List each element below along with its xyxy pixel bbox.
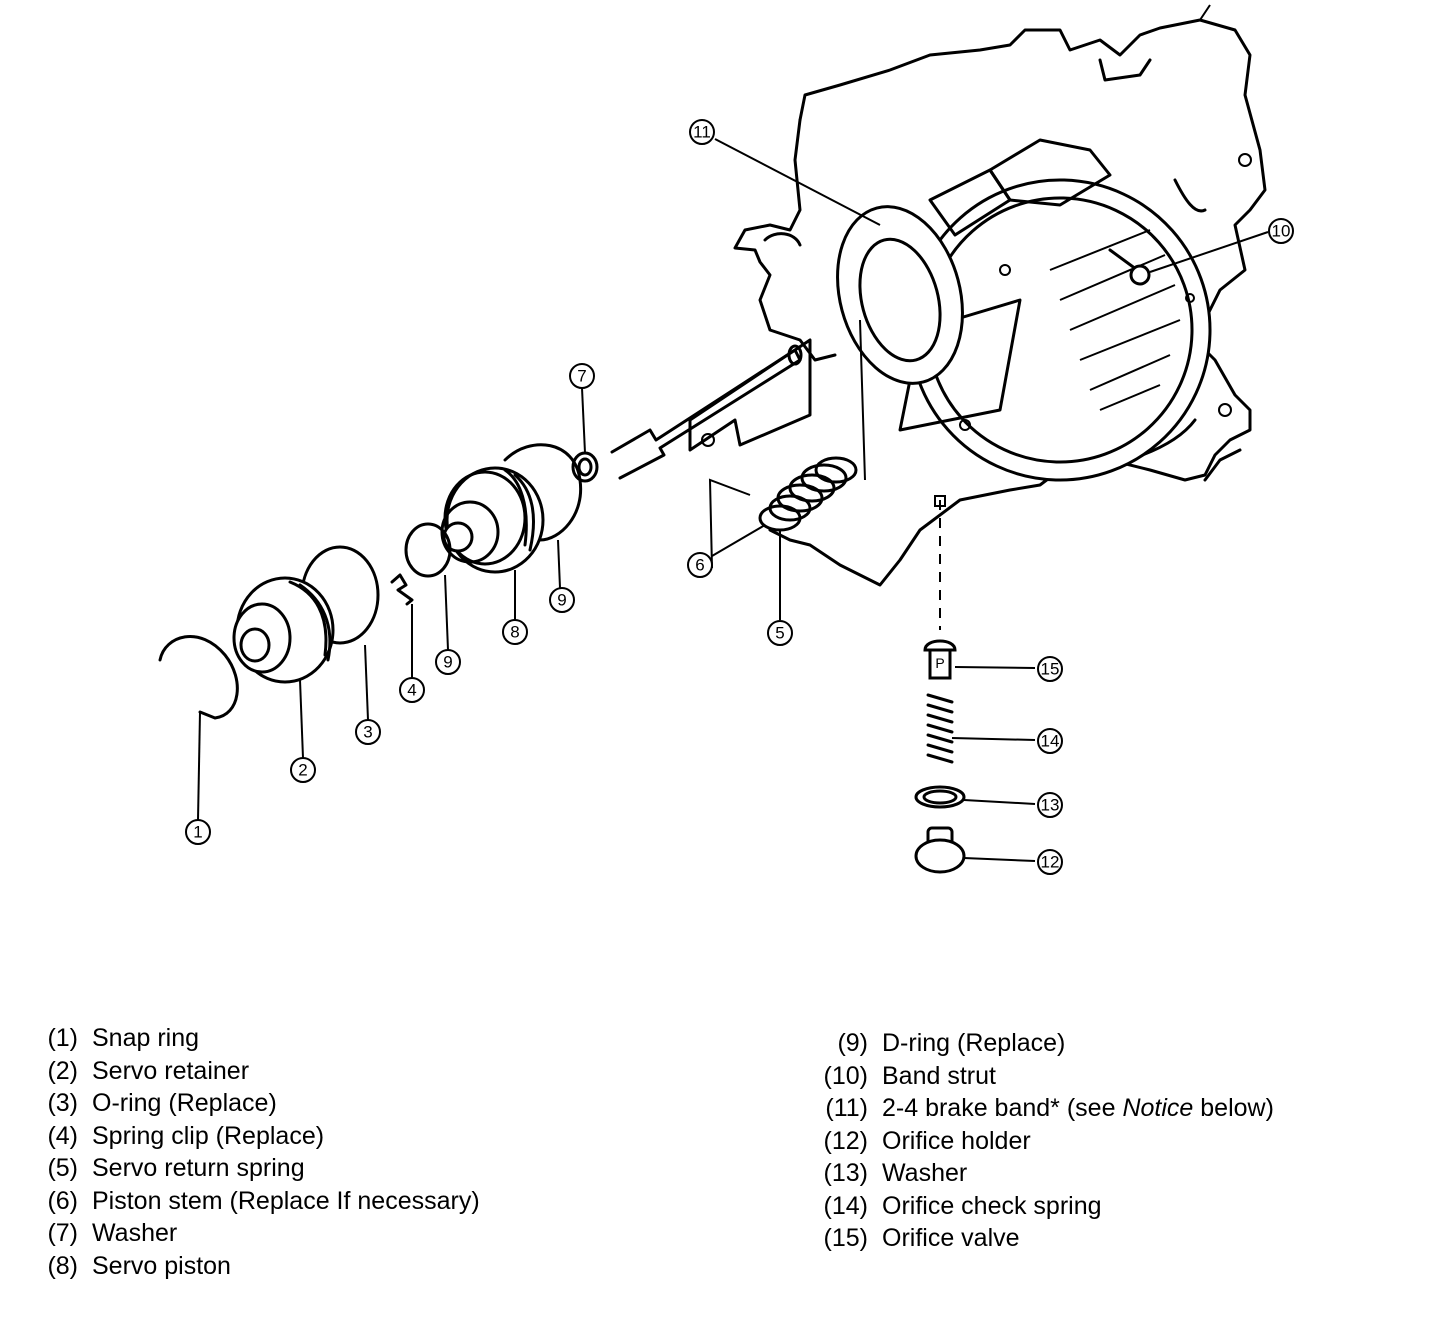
d-ring-large: [503, 443, 583, 542]
callout-11: 11: [689, 119, 715, 145]
legend-item: (9) D-ring (Replace): [818, 1027, 1274, 1060]
legend-item: (13) Washer: [818, 1157, 1274, 1190]
piston-stem: [610, 338, 812, 480]
legend-text: Orifice valve: [882, 1224, 1020, 1252]
callout-label: 4: [407, 681, 416, 700]
legend-text: Orifice holder: [882, 1126, 1031, 1155]
callout-3: 3: [355, 719, 381, 745]
callout-7: 7: [569, 363, 595, 389]
legend-number: (3): [47, 1089, 78, 1117]
legend-item: (6) Piston stem (Replace If necessary): [42, 1185, 480, 1218]
callout-label: 2: [298, 761, 307, 780]
legend-number: (11): [825, 1094, 868, 1122]
callout-13: 13: [1037, 792, 1063, 818]
d-ring-small: [404, 522, 452, 578]
legend-text: Band strut: [882, 1061, 996, 1090]
legend-text: D-ring (Replace): [882, 1029, 1066, 1057]
legend-item: (2) Servo retainer: [42, 1055, 480, 1088]
servo-piston: [440, 466, 545, 574]
legend-text: Servo return spring: [92, 1154, 305, 1182]
callout-label: 9: [557, 591, 566, 610]
legend-item: (14) Orifice check spring: [818, 1190, 1274, 1223]
legend-text-after: below): [1193, 1094, 1274, 1122]
svg-text:P: P: [935, 655, 944, 671]
legend-item: (8) Servo piston: [42, 1250, 480, 1283]
legend-number: (12): [823, 1126, 868, 1155]
servo-retainer: [232, 576, 335, 684]
legend-item: (3) O-ring (Replace): [42, 1087, 480, 1120]
callout-label: 3: [363, 723, 372, 742]
orifice-stack: P: [914, 495, 966, 874]
servo-return-spring: [758, 456, 858, 532]
callout-2: 2: [290, 757, 316, 783]
legend-number: (6): [47, 1186, 78, 1215]
callout-14: 14: [1037, 728, 1063, 754]
legend-text: 2-4 brake band* (see Notice below): [882, 1092, 1274, 1125]
callout-4: 4: [399, 677, 425, 703]
legend-left: (1) Snap ring (2) Servo retainer (3) O-ring…: [42, 1022, 480, 1283]
legend-text: Servo retainer: [92, 1056, 250, 1085]
callout-label: 12: [1041, 853, 1060, 872]
callout-label: 15: [1041, 660, 1060, 679]
legend-item: (7) Washer: [42, 1217, 480, 1250]
callout-15: 15: [1037, 656, 1063, 682]
legend-number: (10): [823, 1061, 868, 1090]
legend-number: (7): [47, 1219, 78, 1247]
legend-item: (11) 2-4 brake band* (see Notice below): [818, 1092, 1274, 1125]
callout-12: 12: [1037, 849, 1063, 875]
legend-number: (14): [823, 1191, 868, 1220]
legend-text: Piston stem (Replace If necessary): [92, 1186, 480, 1215]
legend-right: (9) D-ring (Replace) (10) Band strut (11) 2…: [818, 1027, 1274, 1255]
legend-number: (2): [47, 1056, 78, 1085]
legend-number: (13): [823, 1159, 868, 1187]
legend-number: (9): [837, 1029, 868, 1057]
legend-number: (4): [47, 1121, 78, 1150]
brake-band-assembly: [836, 138, 1212, 482]
legend-text: O-ring (Replace): [92, 1089, 277, 1117]
legend-item: (1) Snap ring: [42, 1022, 480, 1055]
legend-notice-emphasis: Notice: [1122, 1094, 1194, 1122]
legend-text-before: 2-4 brake band* (see: [882, 1094, 1123, 1122]
legend-number: (8): [47, 1251, 78, 1280]
snap-ring: [158, 635, 239, 720]
callout-label: 5: [775, 624, 784, 643]
callout-label: 1: [193, 823, 202, 842]
callout-label: 7: [577, 367, 586, 386]
legend-number: (5): [47, 1154, 78, 1182]
callout-9-lower: 9: [435, 649, 461, 675]
callout-label: 9: [443, 653, 452, 672]
callout-label: 6: [695, 556, 704, 575]
legend-item: (10) Band strut: [818, 1060, 1274, 1093]
legend-text: Washer: [92, 1219, 178, 1247]
callout-10: 10: [1268, 218, 1294, 244]
leader-lines: [197, 138, 1269, 862]
legend-number: (15): [823, 1224, 868, 1252]
callout-label: 14: [1041, 732, 1060, 751]
exploded-diagram: P 1 2 3 4 5 6 7 8 9 9 10 11 12 13 14: [158, 4, 1294, 875]
callout-6: 6: [687, 552, 713, 578]
legend-text: Orifice check spring: [882, 1191, 1102, 1220]
callout-8: 8: [502, 619, 528, 645]
callout-label: 11: [693, 123, 711, 142]
legend-item: (4) Spring clip (Replace): [42, 1120, 480, 1153]
legend-item: (15) Orifice valve: [818, 1222, 1274, 1255]
legend-item: (12) Orifice holder: [818, 1125, 1274, 1158]
legend-text: Washer: [882, 1159, 968, 1187]
callout-label: 10: [1272, 222, 1291, 241]
legend-item: (5) Servo return spring: [42, 1152, 480, 1185]
callout-1: 1: [185, 819, 211, 845]
legend-number: (1): [47, 1024, 78, 1052]
spring-clip: [390, 573, 414, 606]
legend-text: Servo piston: [92, 1251, 231, 1280]
callout-5: 5: [767, 620, 793, 646]
legend-text: Snap ring: [92, 1024, 200, 1052]
callout-label: 13: [1041, 796, 1060, 815]
callout-label: 8: [510, 623, 519, 642]
legend-text: Spring clip (Replace): [92, 1121, 325, 1150]
callout-9-upper: 9: [549, 587, 575, 613]
